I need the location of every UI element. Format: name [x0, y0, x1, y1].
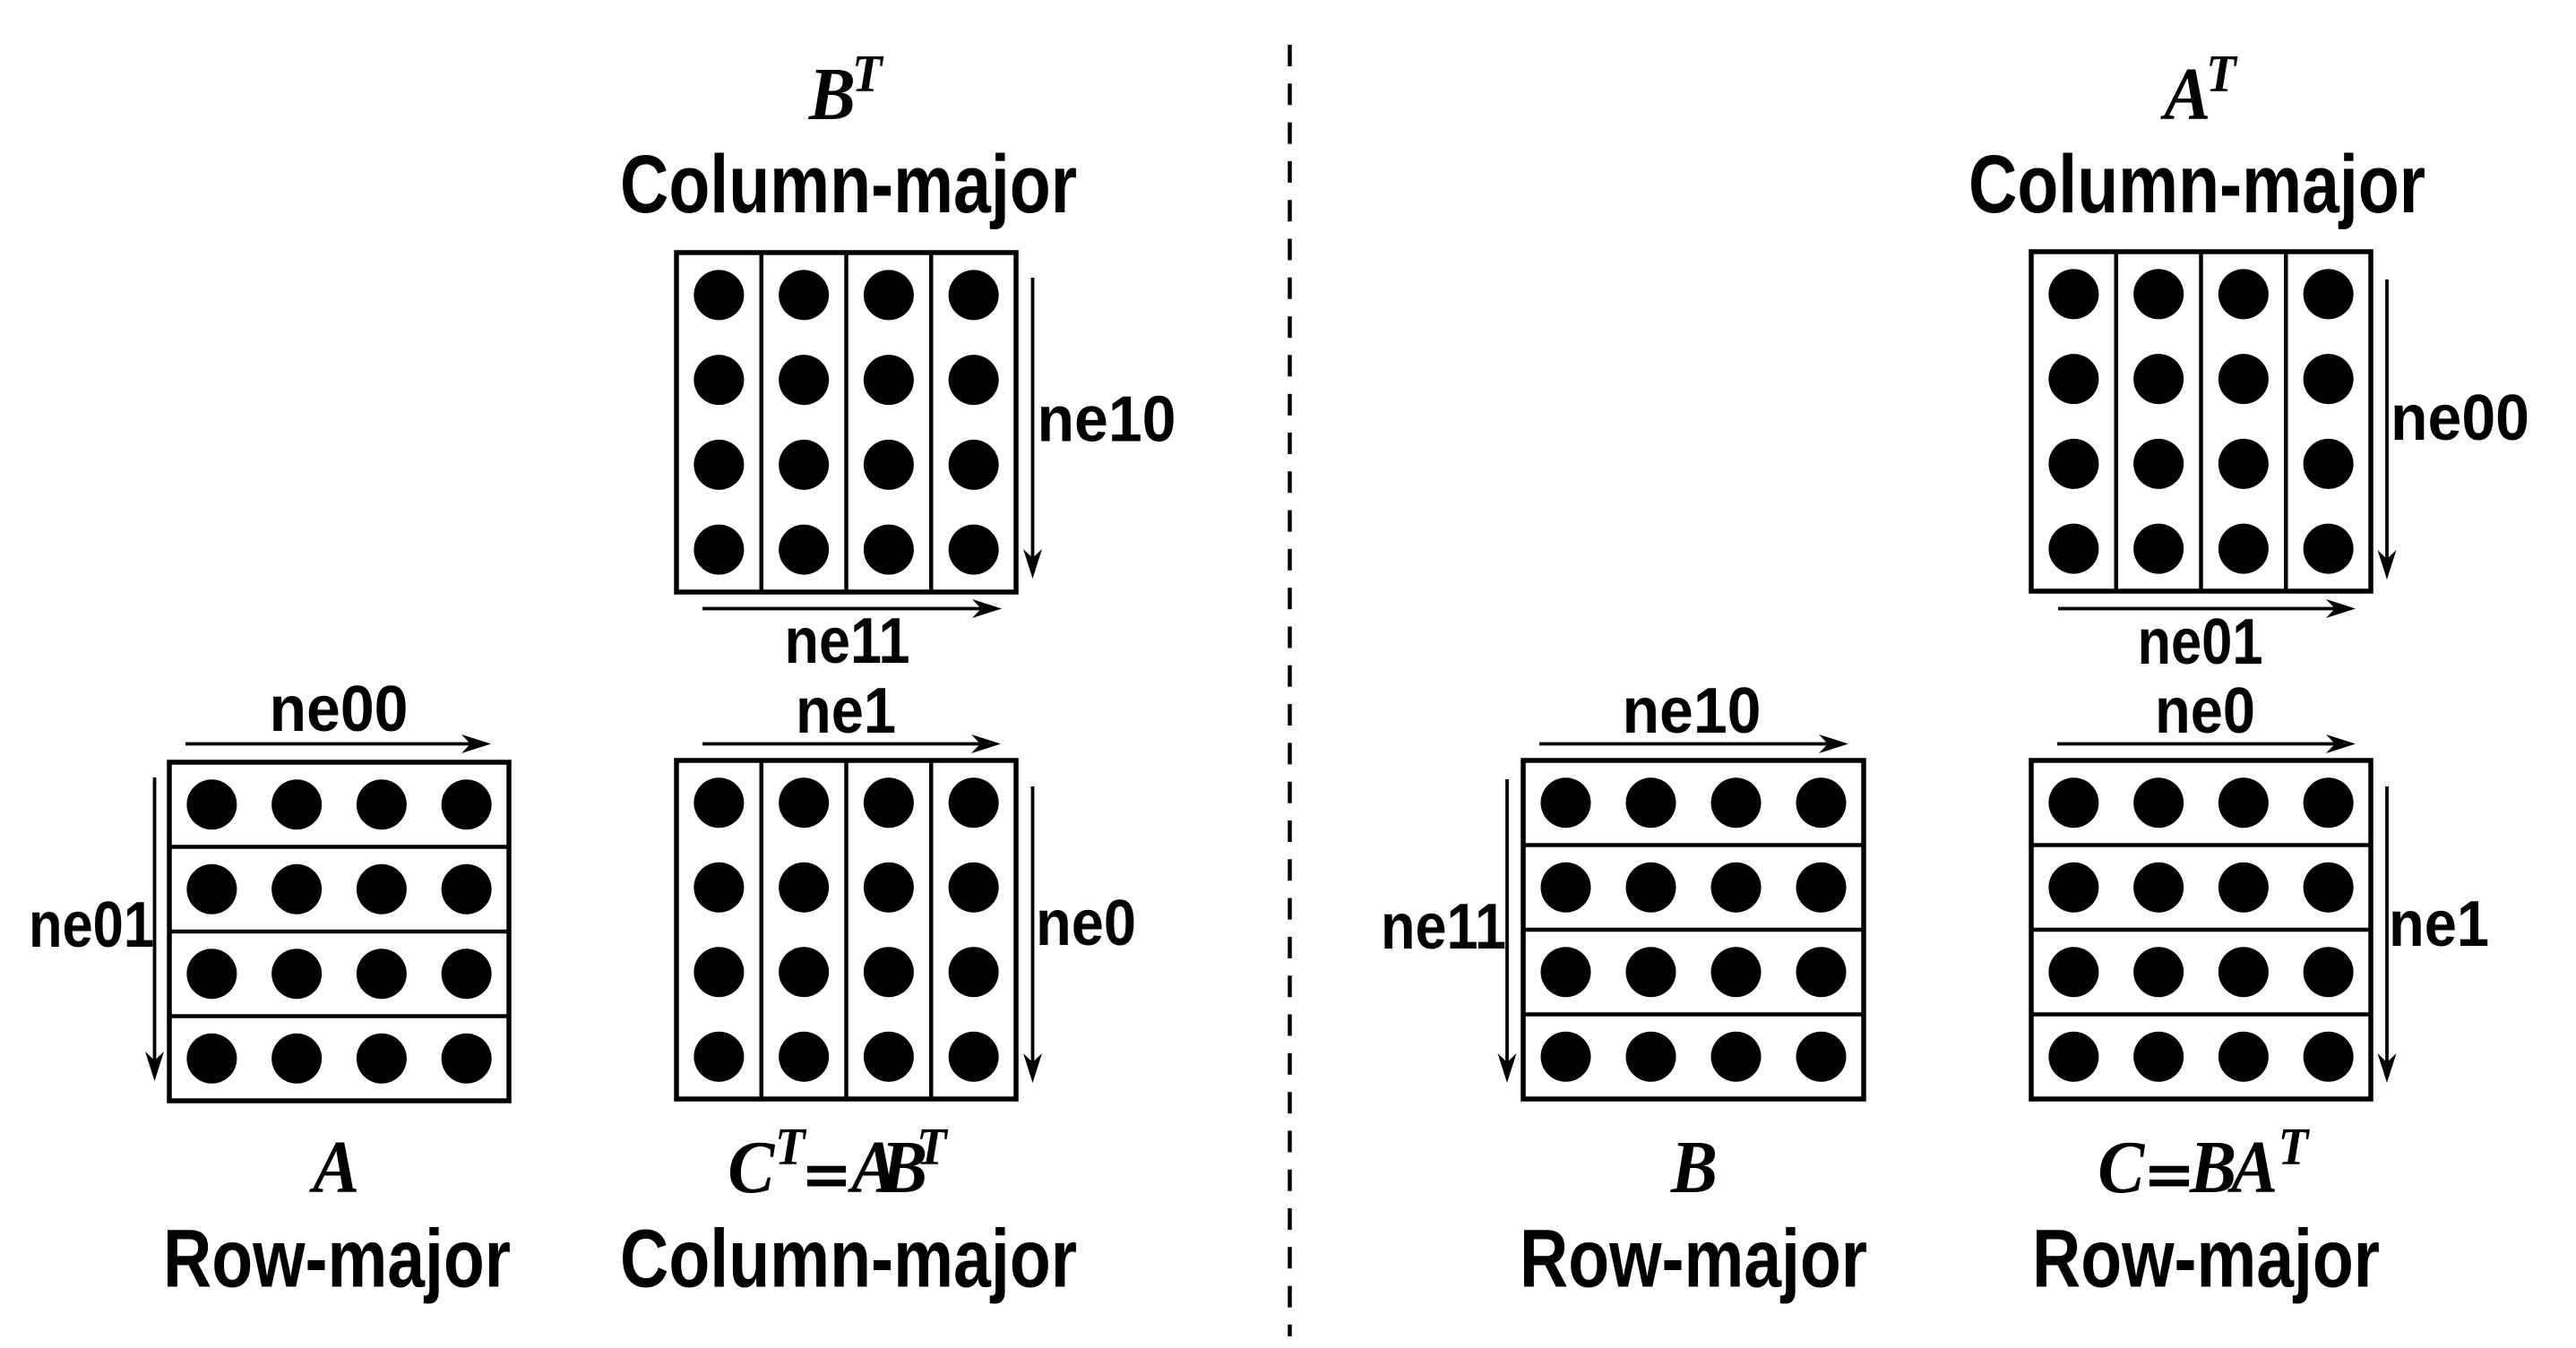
svg-text:ne01: ne01 [29, 889, 154, 961]
svg-text:A: A [2159, 52, 2210, 135]
svg-text:Column-major: Column-major [620, 139, 1077, 230]
svg-text:B: B [2189, 1125, 2236, 1208]
svg-text:ne0: ne0 [1036, 888, 1136, 959]
svg-text:Row-major: Row-major [163, 1214, 511, 1305]
svg-text:ne00: ne00 [2391, 382, 2529, 454]
svg-text:ne0: ne0 [2155, 675, 2255, 747]
svg-text:ne1: ne1 [796, 675, 896, 747]
svg-text:B: B [808, 52, 856, 135]
svg-text:ne10: ne10 [1038, 384, 1176, 456]
svg-text:T: T [852, 45, 884, 103]
svg-text:T: T [2206, 45, 2238, 103]
svg-text:Column-major: Column-major [1969, 139, 2425, 230]
svg-text:C: C [728, 1125, 775, 1208]
svg-text:Column-major: Column-major [620, 1214, 1077, 1305]
svg-text:ne11: ne11 [1381, 891, 1506, 963]
svg-text:T: T [775, 1118, 807, 1176]
svg-text:C: C [2098, 1125, 2145, 1208]
svg-text:Row-major: Row-major [1520, 1214, 1867, 1305]
svg-text:ne00: ne00 [270, 674, 409, 745]
svg-text:ne11: ne11 [785, 605, 910, 677]
svg-text:ne01: ne01 [2138, 606, 2263, 678]
svg-text:T: T [917, 1118, 949, 1176]
svg-text:B: B [1670, 1125, 1718, 1208]
svg-text:A: A [2227, 1125, 2278, 1208]
svg-text:B: B [880, 1125, 927, 1208]
svg-text:Row-major: Row-major [2032, 1214, 2380, 1305]
svg-text:A: A [847, 1125, 898, 1208]
svg-text:ne1: ne1 [2389, 889, 2489, 960]
svg-text:A: A [308, 1125, 359, 1208]
svg-text:T: T [2279, 1118, 2311, 1176]
svg-text:ne10: ne10 [1623, 675, 1762, 747]
